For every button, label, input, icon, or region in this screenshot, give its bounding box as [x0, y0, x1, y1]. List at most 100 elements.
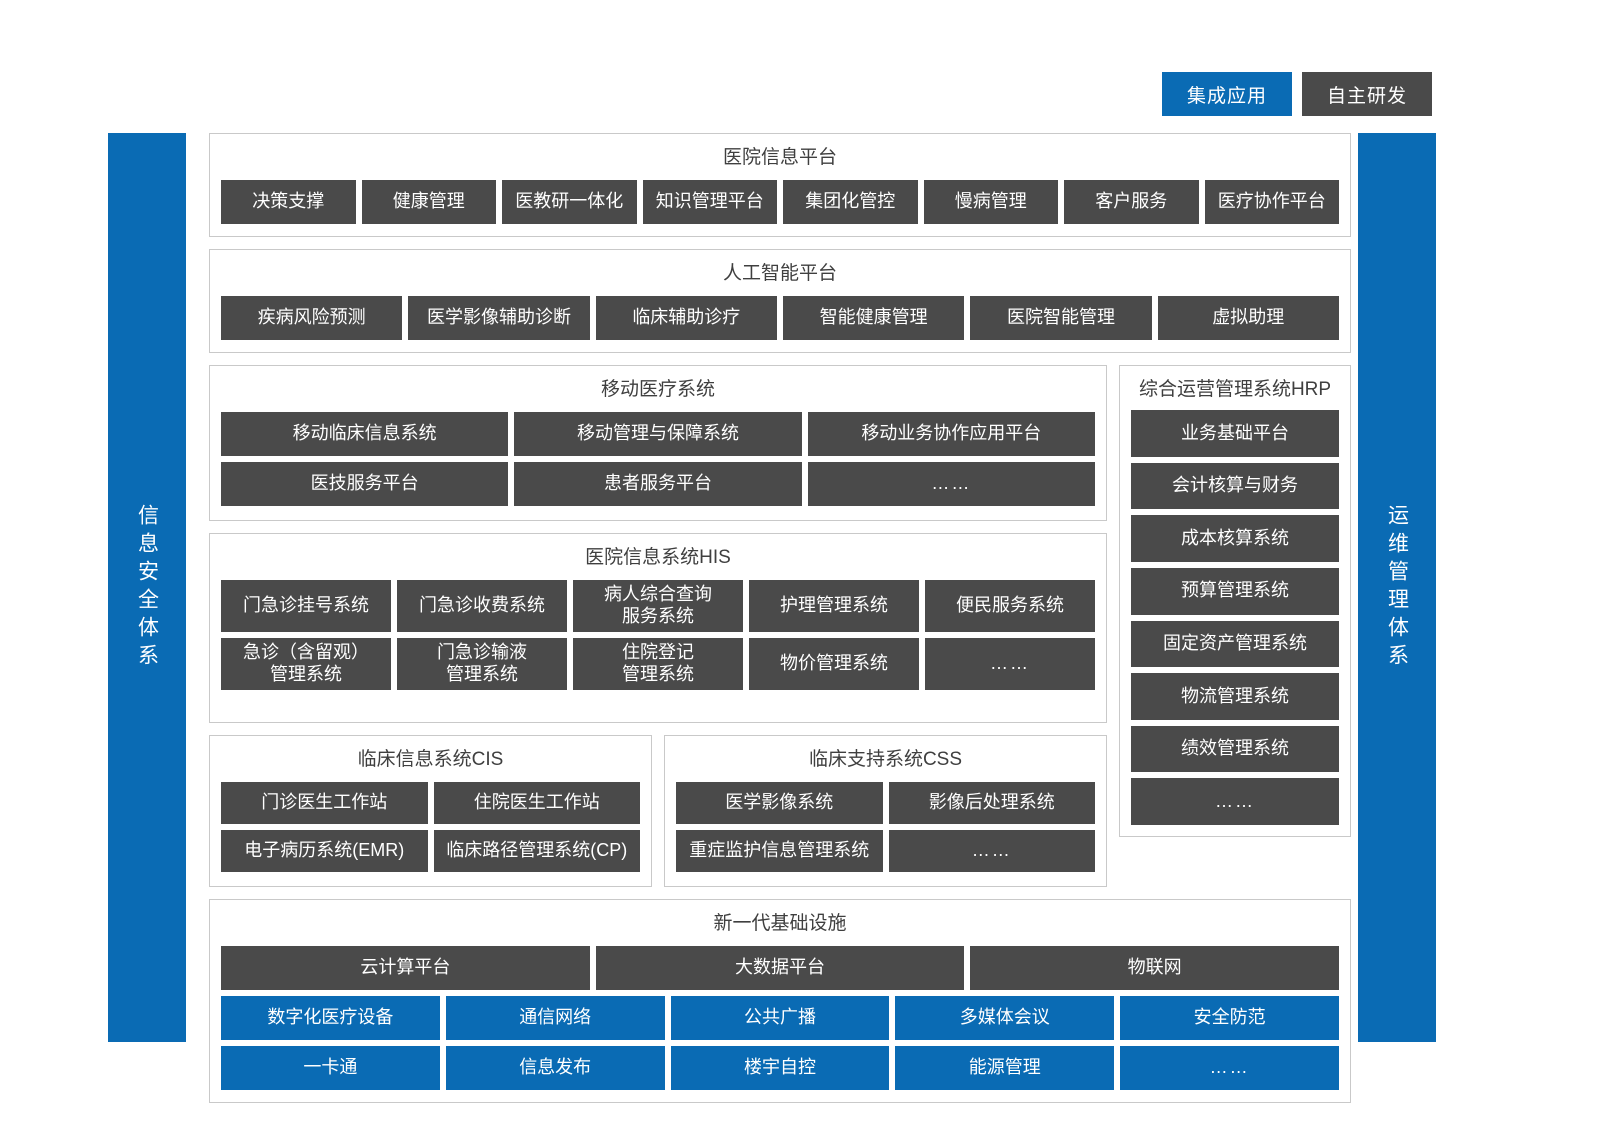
module-tile[interactable]: 医教研一体化	[502, 180, 637, 224]
layer-row: 决策支撑 健康管理 医教研一体化 知识管理平台 集团化管控 慢病管理 客户服务 …	[221, 180, 1339, 224]
module-tile[interactable]: 客户服务	[1064, 180, 1199, 224]
middle-composite: 移动医疗系统 移动临床信息系统 移动管理与保障系统 移动业务协作应用平台 医技服…	[209, 365, 1351, 887]
rail-left-label: 信息安全体系	[135, 503, 159, 672]
layer-hrp: 综合运营管理系统HRP 业务基础平台 会计核算与财务 成本核算系统 预算管理系统…	[1119, 365, 1351, 837]
module-tile-more[interactable]: ……	[925, 638, 1095, 690]
module-tile[interactable]: 住院登记 管理系统	[573, 638, 743, 690]
legend: 集成应用 自主研发	[1162, 72, 1432, 116]
layer-mobile-medical: 移动医疗系统 移动临床信息系统 移动管理与保障系统 移动业务协作应用平台 医技服…	[209, 365, 1107, 521]
module-tile[interactable]: 移动业务协作应用平台	[807, 412, 1095, 456]
layer-row: 急诊（含留观） 管理系统 门急诊输液 管理系统 住院登记 管理系统 物价管理系统…	[221, 638, 1095, 690]
module-tile[interactable]: 集团化管控	[783, 180, 918, 224]
legend-label: 自主研发	[1326, 85, 1407, 107]
module-tile[interactable]: 信息发布	[445, 1046, 665, 1090]
module-tile[interactable]: 电子病历系统(EMR)	[221, 830, 428, 872]
layer-title: 新一代基础设施	[713, 913, 847, 934]
layer-row: 门急诊挂号系统 门急诊收费系统 病人综合查询 服务系统 护理管理系统 便民服务系…	[221, 580, 1095, 632]
layer-row: 云计算平台 大数据平台 物联网	[221, 946, 1340, 990]
layer-row: 一卡通 信息发布 楼宇自控 能源管理 ……	[221, 1046, 1339, 1090]
module-tile[interactable]: 成本核算系统	[1131, 515, 1339, 562]
module-tile[interactable]: 移动临床信息系统	[221, 412, 509, 456]
module-tile[interactable]: 医疗协作平台	[1204, 180, 1339, 224]
module-tile[interactable]: 医技服务平台	[221, 462, 509, 506]
module-tile[interactable]: 数字化医疗设备	[221, 996, 440, 1040]
module-tile[interactable]: 临床辅助诊疗	[595, 296, 777, 340]
module-tile[interactable]: 病人综合查询 服务系统	[573, 580, 743, 632]
module-tile[interactable]: 云计算平台	[221, 946, 590, 990]
layer-row: 医技服务平台 患者服务平台 ……	[221, 462, 1095, 506]
layer-his: 医院信息系统HIS 门急诊挂号系统 门急诊收费系统 病人综合查询 服务系统 护理…	[209, 533, 1107, 723]
module-tile[interactable]: 疾病风险预测	[221, 296, 403, 340]
layer-row: 数字化医疗设备 通信网络 公共广播 多媒体会议 安全防范	[221, 996, 1339, 1040]
layer-row: 疾病风险预测 医学影像辅助诊断 临床辅助诊疗 智能健康管理 医院智能管理 虚拟助…	[221, 296, 1339, 340]
layer-row: 电子病历系统(EMR) 临床路径管理系统(CP)	[221, 830, 640, 872]
module-tile[interactable]: 物联网	[970, 946, 1340, 990]
module-tile[interactable]: 楼宇自控	[670, 1046, 890, 1090]
module-tile-more[interactable]: ……	[1120, 1046, 1339, 1090]
module-tile[interactable]: 重症监护信息管理系统	[676, 830, 883, 872]
module-tile-more[interactable]: ……	[807, 462, 1095, 506]
module-tile[interactable]: 能源管理	[895, 1046, 1115, 1090]
module-tile[interactable]: 虚拟助理	[1157, 296, 1339, 340]
module-tile[interactable]: 住院医生工作站	[433, 782, 640, 824]
legend-item-self-developed: 自主研发	[1302, 72, 1432, 116]
module-tile[interactable]: 大数据平台	[595, 946, 965, 990]
legend-item-integrated-application: 集成应用	[1162, 72, 1292, 116]
layer-row: 重症监护信息管理系统 ……	[676, 830, 1095, 872]
layer-infrastructure: 新一代基础设施 云计算平台 大数据平台 物联网 数字化医疗设备 通信网络 公共广…	[209, 899, 1351, 1103]
layer-row: 医学影像系统 影像后处理系统	[676, 782, 1095, 824]
module-tile[interactable]: 物价管理系统	[749, 638, 919, 690]
rail-information-security: 信息安全体系	[108, 133, 186, 1042]
module-tile[interactable]: 门急诊挂号系统	[221, 580, 391, 632]
module-tile[interactable]: 慢病管理	[923, 180, 1058, 224]
middle-left-column: 移动医疗系统 移动临床信息系统 移动管理与保障系统 移动业务协作应用平台 医技服…	[209, 365, 1107, 887]
module-tile[interactable]: 决策支撑	[221, 180, 356, 224]
layer-title: 临床信息系统CIS	[357, 749, 504, 770]
layer-css: 临床支持系统CSS 医学影像系统 影像后处理系统 重症监护信息管理系统 ……	[664, 735, 1107, 887]
module-tile[interactable]: 公共广播	[670, 996, 890, 1040]
legend-label: 集成应用	[1186, 85, 1267, 107]
module-tile[interactable]: 绩效管理系统	[1131, 725, 1339, 773]
module-tile[interactable]: 通信网络	[445, 996, 665, 1040]
module-tile[interactable]: 预算管理系统	[1131, 567, 1339, 615]
module-tile[interactable]: 急诊（含留观） 管理系统	[221, 638, 391, 690]
module-tile-more[interactable]: ……	[888, 830, 1095, 872]
module-tile[interactable]: 智能健康管理	[782, 296, 965, 340]
module-tile[interactable]: 门急诊收费系统	[397, 580, 567, 632]
module-tile[interactable]: 门诊医生工作站	[221, 782, 428, 824]
module-tile[interactable]: 一卡通	[221, 1046, 440, 1090]
module-tile[interactable]: 护理管理系统	[749, 580, 919, 632]
module-tile[interactable]: 移动管理与保障系统	[514, 412, 802, 456]
module-tile[interactable]: 临床路径管理系统(CP)	[433, 830, 640, 872]
module-tile[interactable]: 安全防范	[1120, 996, 1339, 1040]
layer-title: 人工智能平台	[722, 263, 837, 284]
layer-row: 移动临床信息系统 移动管理与保障系统 移动业务协作应用平台	[221, 412, 1095, 456]
module-tile[interactable]: 医院智能管理	[970, 296, 1152, 340]
module-tile[interactable]: 会计核算与财务	[1131, 462, 1339, 510]
main-stack: 医院信息平台 决策支撑 健康管理 医教研一体化 知识管理平台 集团化管控 慢病管…	[209, 133, 1351, 1103]
module-tile[interactable]: 多媒体会议	[895, 996, 1115, 1040]
layer-title: 临床支持系统CSS	[808, 749, 963, 770]
clinical-systems-pair: 临床信息系统CIS 门诊医生工作站 住院医生工作站 电子病历系统(EMR) 临床…	[209, 735, 1107, 887]
module-tile[interactable]: 医学影像辅助诊断	[408, 296, 590, 340]
module-tile[interactable]: 便民服务系统	[925, 580, 1095, 632]
layer-title: 医院信息系统HIS	[585, 547, 731, 568]
module-tile[interactable]: 门急诊输液 管理系统	[397, 638, 567, 690]
layer-row: 门诊医生工作站 住院医生工作站	[221, 782, 640, 824]
module-tile[interactable]: 业务基础平台	[1131, 410, 1339, 457]
layer-ai-platform: 人工智能平台 疾病风险预测 医学影像辅助诊断 临床辅助诊疗 智能健康管理 医院智…	[209, 249, 1351, 353]
module-tile[interactable]: 影像后处理系统	[888, 782, 1095, 824]
module-tile[interactable]: 患者服务平台	[514, 462, 802, 506]
layer-hospital-info-platform: 医院信息平台 决策支撑 健康管理 医教研一体化 知识管理平台 集团化管控 慢病管…	[209, 133, 1351, 237]
module-tile[interactable]: 医学影像系统	[676, 782, 883, 824]
module-tile[interactable]: 固定资产管理系统	[1131, 620, 1339, 668]
module-tile[interactable]: 物流管理系统	[1131, 673, 1339, 720]
middle-right-column: 综合运营管理系统HRP 业务基础平台 会计核算与财务 成本核算系统 预算管理系统…	[1119, 365, 1351, 887]
rail-right-label: 运维管理体系	[1385, 503, 1409, 672]
module-tile-more[interactable]: ……	[1131, 778, 1339, 825]
module-tile[interactable]: 健康管理	[361, 180, 496, 224]
hrp-module-list: 业务基础平台 会计核算与财务 成本核算系统 预算管理系统 固定资产管理系统 物流…	[1131, 410, 1339, 825]
layer-title: 医院信息平台	[722, 147, 837, 168]
module-tile[interactable]: 知识管理平台	[642, 180, 777, 224]
